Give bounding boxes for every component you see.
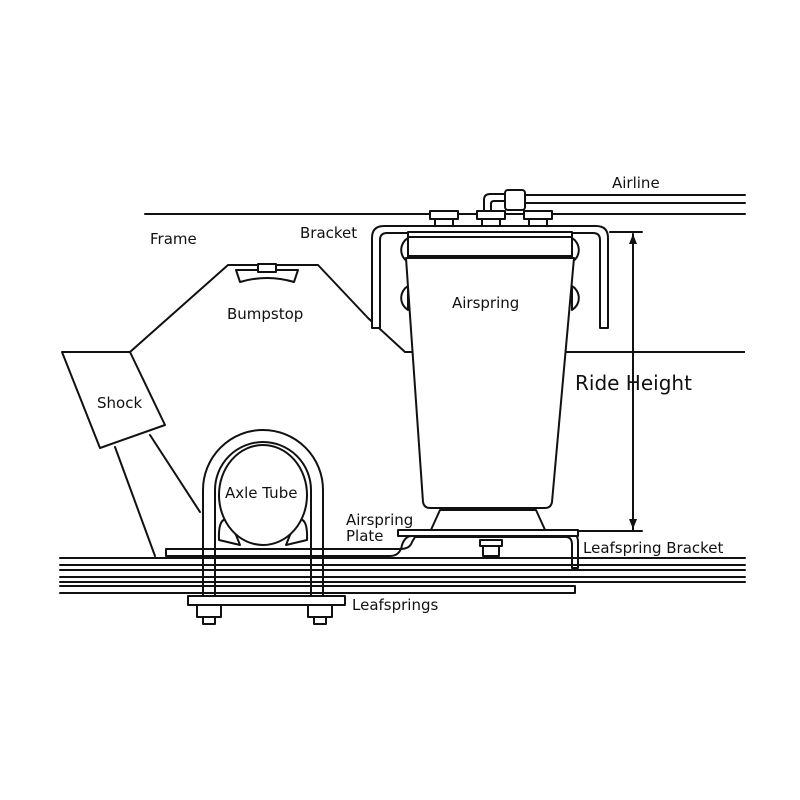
top-bolts — [429, 210, 553, 229]
axle-tube — [217, 444, 309, 546]
label-bumpstop: Bumpstop — [227, 305, 303, 323]
label-leafspring-bracket: Leafspring Bracket — [583, 539, 724, 557]
label-airspring-plate-1: Airspring — [346, 511, 413, 529]
label-ride-height: Ride Height — [575, 371, 692, 395]
label-bracket: Bracket — [300, 224, 357, 242]
label-leafsprings: Leafsprings — [352, 596, 438, 614]
leafsprings — [59, 557, 746, 594]
bumpstop — [235, 263, 299, 283]
shock — [61, 351, 201, 557]
label-axle-tube: Axle Tube — [225, 484, 297, 502]
airline — [483, 189, 746, 211]
u-bolt — [187, 429, 346, 625]
label-airspring-plate-2: Plate — [346, 527, 384, 545]
label-airline: Airline — [612, 174, 660, 192]
airspring — [405, 231, 575, 533]
leafspring-bracket — [165, 529, 579, 569]
label-shock: Shock — [97, 394, 142, 412]
ride-height-dimension — [575, 231, 643, 532]
label-frame: Frame — [150, 230, 197, 248]
label-airspring: Airspring — [452, 294, 519, 312]
airspring-bracket — [371, 225, 609, 329]
